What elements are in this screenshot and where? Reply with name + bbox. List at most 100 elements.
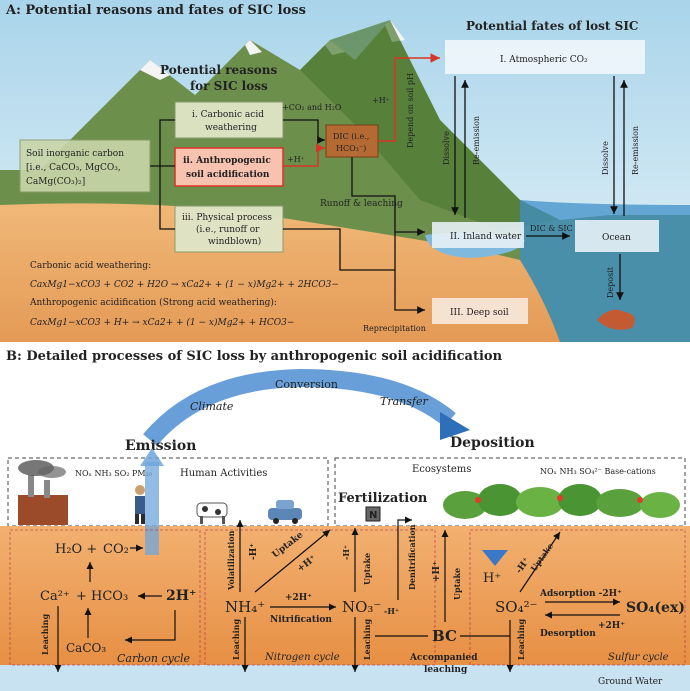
no3-label: NO₃⁻ [342,598,381,616]
deposit-label: Deposit [606,266,615,298]
ocean-label: Ocean [602,233,631,243]
climate-arc [143,368,456,446]
reason-1-line-2: weathering [205,123,257,133]
deposition-label: Deposition [450,435,535,451]
deposition-arrow-head [482,550,508,566]
runoff-label: Runoff & leaching [320,199,403,209]
desorption-label: Desorption [540,629,596,639]
reemission-1-label: Re-emission [472,116,481,165]
arrow-uptake-1 [254,529,331,593]
mountain-shadow [300,20,560,230]
nh4-label: NH₄⁺ [225,598,265,616]
ca-label: Ca²⁺ [40,589,70,604]
carbon-cycle-label: Carbon cycle [117,652,191,665]
sic-box-line-3: CaMg(CO₃)₂] [26,176,85,187]
climate-label: Climate [190,400,234,413]
line-dic-down [351,157,396,232]
caco3-label: CaCO₃ [66,641,106,655]
ocean-box [575,220,659,252]
n-label: N [369,510,377,521]
so4-label: SO₄²⁻ [495,598,538,616]
accompanied-line-2: leaching [424,665,468,675]
reemission-2-label: Re-emission [631,126,640,175]
reason-3-line-3: windblown) [208,236,261,247]
eq2: CaxMg1−xCO3 + H+ → xCa2+ + (1 − x)Mg2+ +… [30,317,294,328]
h2o-co2-a: H₂O + [55,542,97,557]
nitrogen-cycle-label: Nitrogen cycle [264,652,340,663]
cow-icon [196,502,228,524]
plus-2h-1: +2H⁺ [285,593,312,603]
fate-3-box [432,298,528,324]
ecosystems-label: Ecosystems [412,464,471,475]
emission-arrow-head [140,448,164,466]
gases-right: NOₓ NH₃ SO₄²⁻ Base-cations [540,467,656,476]
dissolve-2-label: Dissolve [601,141,610,175]
sic-box-line-1: Soil inorganic carbon [26,149,124,159]
adsorption-label: Adsorption -2H⁺ [539,589,622,599]
leaching-1-label: Leaching [40,614,50,655]
fate-1-box [445,40,645,74]
branch-lines [150,119,175,230]
eq1-label: Carbonic acid weathering: [30,261,151,271]
arrow-2h-caco3 [124,610,176,644]
hco3-label: + HCO₃ [76,589,128,604]
uptake-3-label: Uptake [452,568,462,600]
emission-label: Emission [125,438,196,454]
sulfur-cycle-label: Sulfur cycle [608,652,669,663]
factory-icon [18,460,68,525]
arrow-uptake-4 [519,531,561,593]
reason-3-line-1: iii. Physical process [182,213,272,223]
dic-sic-label: DIC & SIC [530,224,573,233]
ground-water-layer [0,665,690,691]
sic-box-line-2: [i.e., CaCO₃, MgCO₃, [26,163,121,173]
h-plus-label-2: +H⁺ [372,96,390,105]
forest-icon [443,484,680,519]
nitrogen-cycle-box [204,529,436,666]
reasons-heading-2: for SIC loss [190,79,268,93]
reason-2-line-1: ii. Anthropogenic [183,156,271,166]
fates-heading: Potential fates of lost SIC [466,19,638,33]
two-h-label: 2H⁺ [166,588,196,604]
car-icon [268,500,302,524]
minus-h-4: +H⁺ [432,561,442,582]
human-activities-label: Human Activities [180,468,267,479]
arrow-denitrification [397,516,412,600]
fate-3-label: III. Deep soil [450,308,509,318]
panel-b-title: B: Detailed processes of SIC loss by ant… [6,349,503,364]
dic-line-1: DIC (i.e., [333,132,369,141]
h-plus-b: H⁺ [483,571,501,586]
deposit-rock [597,309,635,330]
transfer-label: Transfer [380,395,428,408]
eq2-label: Anthropogenic acidification (Strong acid… [29,297,277,308]
snow-caps [140,20,405,80]
arrow-to-deep-soil [394,232,425,314]
leaching-4-label: Leaching [516,619,526,660]
climate-arc-head [440,412,470,440]
panel-a-title: A: Potential reasons and fates of SIC lo… [5,3,306,18]
so4ex-label: SO₄(ex) [626,600,685,616]
soil-layer-b [0,526,690,671]
denitrification-label: Denitrification [407,524,417,590]
plus-2h-2: +2H⁺ [598,621,625,631]
h-plus-label-1: +H⁺ [287,155,305,164]
reason-3-line-2: (i.e., runoff or [196,224,260,235]
ground-water-label: Ground Water [598,677,663,687]
reprecipitation-label: Reprecipitation [363,324,426,333]
minus-h-2: -H⁺ [341,545,351,560]
n-fertilizer-bag [365,506,381,522]
depend-ph-label: Depend on soil pH [406,73,415,148]
volatilization-label: Volatilization [226,530,236,591]
leaching-2-label: Leaching [231,619,241,660]
accompanied-line-1: Accompanied [409,653,478,663]
line-physical [283,228,395,271]
gases-left: NOₓ NH₃ SO₂ PM₁₀ [75,469,152,478]
arrow-dic-atmosphere [378,53,440,142]
reason-3-box [174,205,284,253]
fertilization-label: Fertilization [338,491,428,506]
h2o-co2-b: CO₂ [103,542,129,557]
reason-1-line-1: i. Carbonic acid [192,110,264,120]
arrow-reason1-dic [283,119,325,144]
co2-h2o-label: +CO₂ and H₂O [282,103,342,112]
minus-h-vol: -H⁺ [249,543,259,560]
